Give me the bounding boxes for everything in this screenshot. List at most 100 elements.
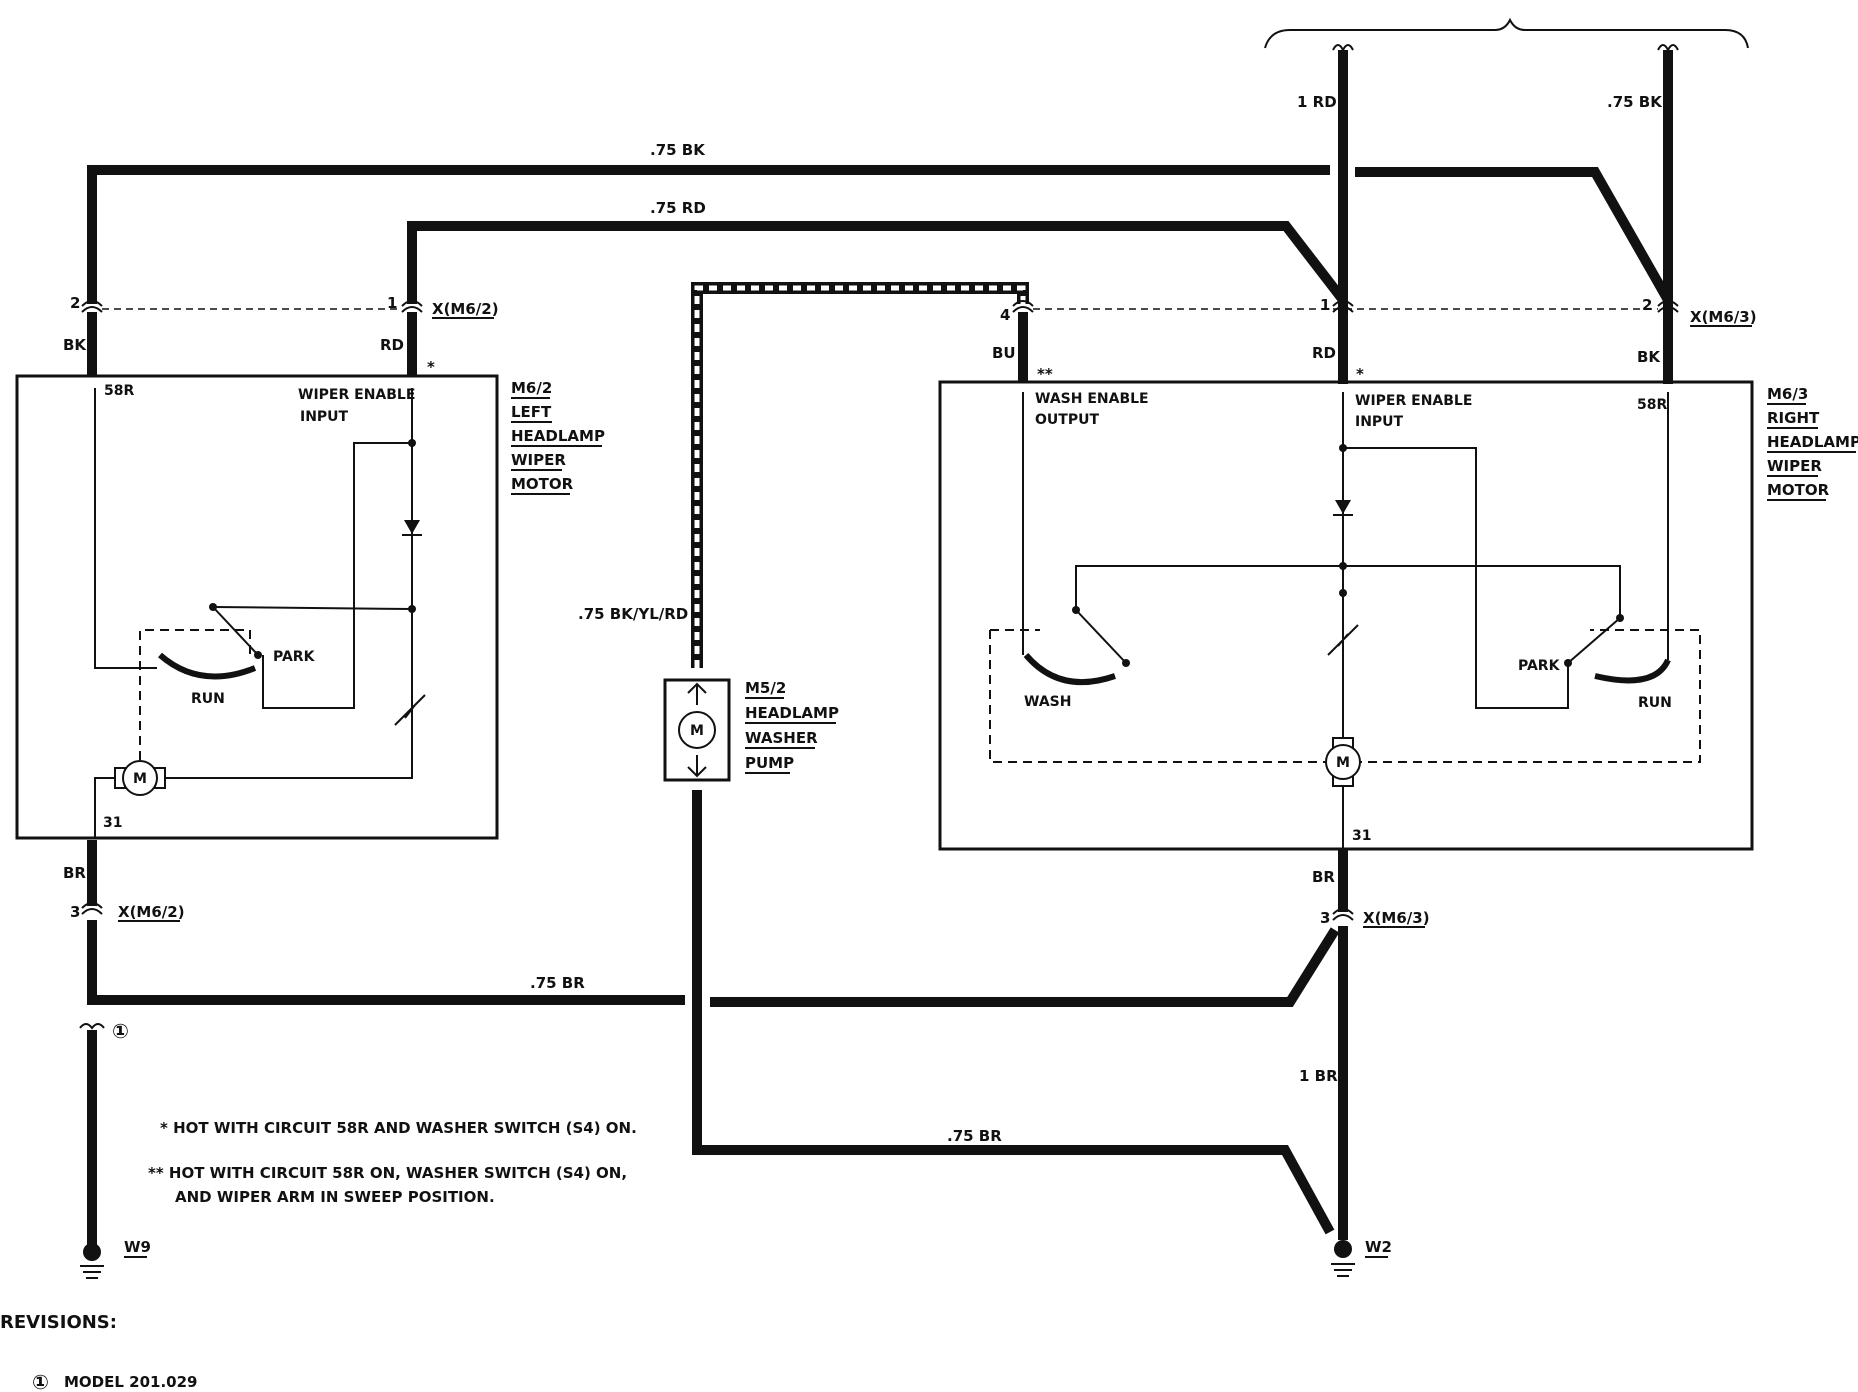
wire-pump-striped-inner <box>694 285 1026 668</box>
right-output-label: OUTPUT <box>1035 412 1099 428</box>
right-wash-label: WASH <box>1024 694 1071 710</box>
svg-text:WIPER: WIPER <box>1767 457 1822 475</box>
left-run-label: RUN <box>191 691 225 707</box>
pump-title: M5/2 HEADLAMP WASHER PUMP <box>745 679 839 774</box>
svg-text:PUMP: PUMP <box>745 754 794 772</box>
left-breaker-icon <box>394 694 426 726</box>
right-run-label: RUN <box>1638 695 1672 711</box>
right-connector-label: X(M6/3) <box>1690 308 1757 326</box>
wire-label-feed-1rd: 1 RD <box>1297 93 1337 111</box>
left-connector-bottom-label: X(M6/2) <box>118 903 185 921</box>
left-ground-hook <box>79 1023 105 1030</box>
revision-item-marker: ① <box>32 1370 49 1392</box>
wire-top-bk-right <box>1355 167 1673 384</box>
left-switch-pivot <box>209 603 217 611</box>
left-rd-label: RD <box>380 336 404 354</box>
left-br-label: BR <box>63 864 86 882</box>
right-run-arc <box>1594 658 1671 684</box>
wire-label-pump: .75 BK/YL/RD <box>578 605 688 623</box>
pump-arrow-up-icon <box>687 682 707 705</box>
wire-pump-striped-outer <box>691 282 1029 668</box>
left-mech-link <box>139 629 251 760</box>
right-star-label: * <box>1356 365 1364 383</box>
right-motor-m: M <box>1336 755 1350 771</box>
connector-marks <box>81 300 1679 921</box>
revision-item-text: MODEL 201.029 <box>64 1373 197 1391</box>
left-bridge-line <box>212 606 413 610</box>
right-bk-label: BK <box>1637 348 1661 366</box>
right-wash-contact <box>1122 659 1130 667</box>
left-node-2 <box>408 605 416 613</box>
right-pin3-label: 3 <box>1320 909 1330 927</box>
left-node-1 <box>408 439 416 447</box>
wire-label-top-bk: .75 BK <box>650 141 706 159</box>
right-park-line <box>1343 447 1569 709</box>
right-motor-icon <box>1325 744 1361 780</box>
right-pin4-label: 4 <box>1000 306 1010 324</box>
left-pin2-label: 2 <box>70 294 80 312</box>
left-31-label: 31 <box>103 815 122 831</box>
right-node-3 <box>1339 589 1347 597</box>
right-wash-switch-arm <box>1075 609 1127 664</box>
right-park-pivot <box>1616 614 1624 622</box>
feed-hook-1rd <box>1332 44 1354 53</box>
wire-label-bottom-br: .75 BR <box>947 1127 1002 1145</box>
right-wash-pivot <box>1072 606 1080 614</box>
left-input-line <box>160 388 413 779</box>
note-double-star-line2: AND WIPER ARM IN SWEEP POSITION. <box>175 1188 495 1206</box>
svg-text:WIPER: WIPER <box>511 451 566 469</box>
pump-motor-m: M <box>690 723 704 739</box>
wire-top-bk-left <box>87 165 1330 304</box>
wire-bottom-br <box>692 790 1335 1235</box>
left-motor-box <box>15 374 499 840</box>
right-motor-title: M6/3 RIGHT HEADLAMP WIPER MOTOR <box>1767 385 1858 501</box>
right-input-label: INPUT <box>1355 414 1404 430</box>
right-rd-label: RD <box>1312 344 1336 362</box>
svg-text:HEADLAMP: HEADLAMP <box>511 427 605 445</box>
pump-motor-icon <box>678 711 716 749</box>
left-park-label: PARK <box>273 649 316 665</box>
right-park-contact <box>1564 659 1572 667</box>
left-58r-line <box>94 388 157 669</box>
left-park-line <box>262 442 412 709</box>
feed-hook-75bk <box>1657 44 1679 53</box>
feed-brace <box>1264 17 1749 49</box>
note-single-star: * HOT WITH CIRCUIT 58R AND WASHER SWITCH… <box>160 1119 637 1137</box>
right-park-switch-arm <box>1567 617 1621 664</box>
svg-text:M5/2: M5/2 <box>745 679 786 697</box>
right-bu-label: BU <box>992 344 1016 362</box>
right-node-2 <box>1339 562 1347 570</box>
svg-text:HEADLAMP: HEADLAMP <box>745 704 839 722</box>
left-connector-label: X(M6/2) <box>432 300 499 318</box>
wire-mid-br-right <box>710 927 1340 1007</box>
left-run-arc <box>158 652 257 680</box>
svg-text:MOTOR: MOTOR <box>511 475 574 493</box>
left-31-line <box>94 777 115 838</box>
revision-marker-diagram: ① <box>112 1019 129 1043</box>
right-connector-bottom-label: X(M6/3) <box>1363 909 1430 927</box>
right-pin2-label: 2 <box>1642 296 1652 314</box>
wire-label-ground-1br: 1 BR <box>1299 1067 1338 1085</box>
ground-w9-label: W9 <box>124 1238 151 1256</box>
right-br-label: BR <box>1312 868 1335 886</box>
left-pin3-label: 3 <box>70 903 80 921</box>
right-diode-icon <box>1335 500 1351 514</box>
left-motor-icon <box>122 760 158 796</box>
revisions-heading: REVISIONS: <box>0 1312 117 1333</box>
right-breaker-icon <box>1327 624 1359 656</box>
wire-mid-br-left <box>87 920 685 1005</box>
left-wiper-enable-label: WIPER ENABLE <box>298 387 415 403</box>
svg-text:MOTOR: MOTOR <box>1767 481 1830 499</box>
wire-label-feed-75bk: .75 BK <box>1607 93 1663 111</box>
right-58r-label: 58R <box>1637 397 1667 413</box>
svg-text:WASHER: WASHER <box>745 729 818 747</box>
left-pin1-label: 1 <box>387 294 397 312</box>
svg-text:M6/3: M6/3 <box>1767 385 1808 403</box>
left-diode-icon <box>404 520 420 534</box>
svg-text:LEFT: LEFT <box>511 403 552 421</box>
right-pin1-label: 1 <box>1320 296 1330 314</box>
left-input-label: INPUT <box>300 409 349 425</box>
note-double-star-line1: ** HOT WITH CIRCUIT 58R ON, WASHER SWITC… <box>148 1164 627 1182</box>
pump-arrow-down-icon <box>687 755 707 778</box>
